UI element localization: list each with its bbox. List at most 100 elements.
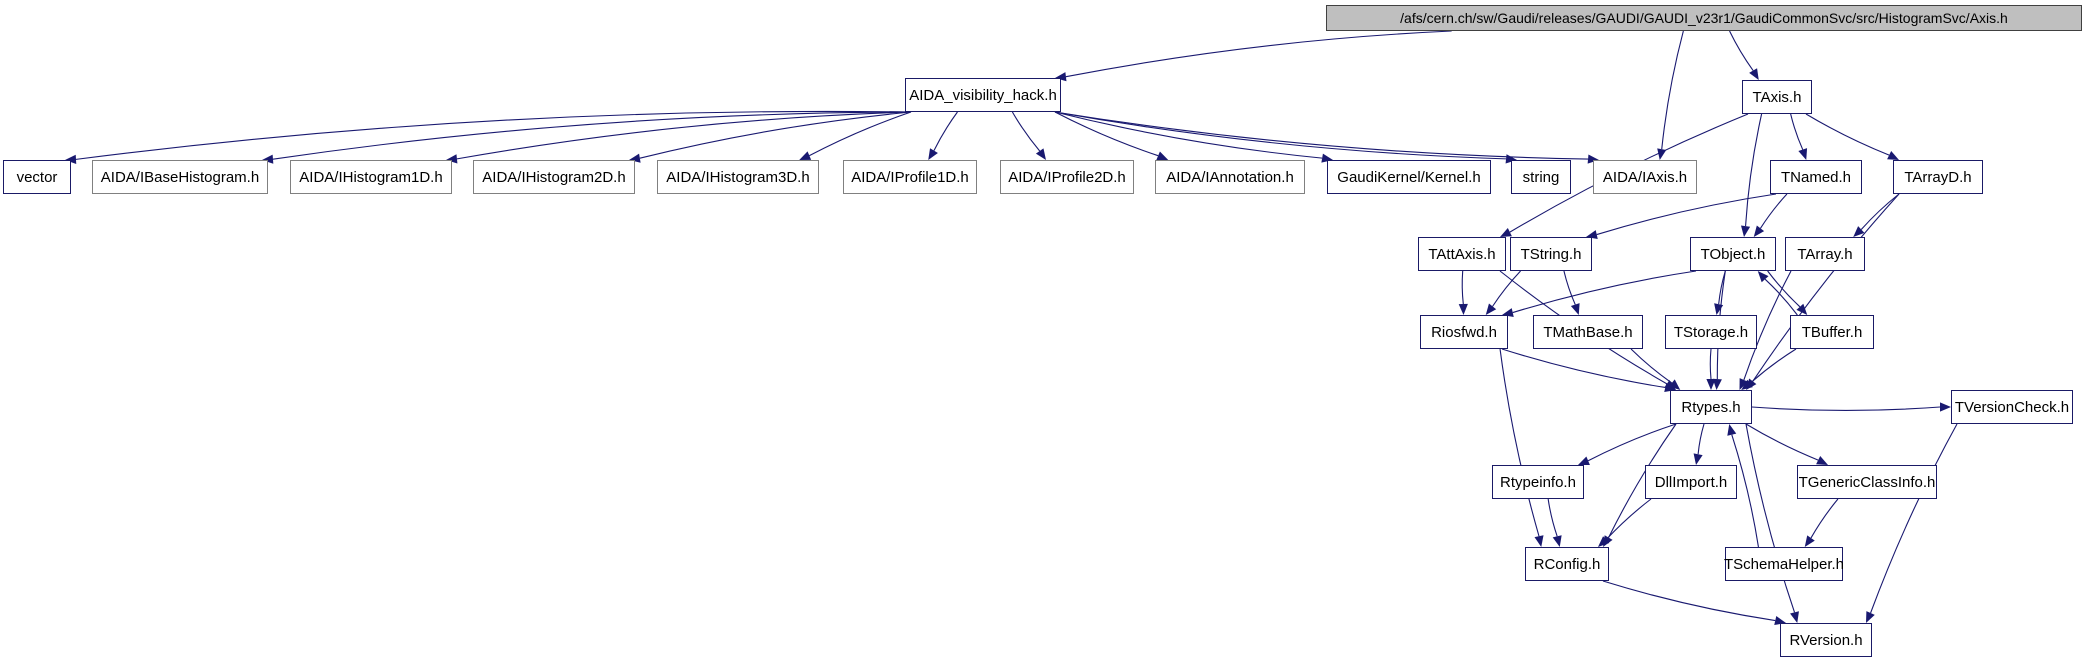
graph-node-tattaxis[interactable]: TAttAxis.h bbox=[1418, 237, 1506, 271]
graph-node-label: AIDA/IHistogram1D.h bbox=[299, 168, 443, 186]
graph-node-iaxis[interactable]: AIDA/IAxis.h bbox=[1593, 160, 1697, 194]
graph-edge-arrowhead bbox=[1866, 611, 1875, 623]
graph-edge bbox=[1054, 111, 1589, 160]
graph-node-tstorage[interactable]: TStorage.h bbox=[1665, 315, 1757, 349]
graph-edge bbox=[1512, 270, 1697, 314]
graph-node-label: TBuffer.h bbox=[1801, 323, 1863, 341]
graph-node-label: AIDA/IHistogram3D.h bbox=[666, 168, 810, 186]
graph-edge-arrowhead bbox=[1586, 230, 1598, 240]
graph-edge-arrowhead bbox=[1816, 455, 1828, 465]
graph-edge-arrowhead bbox=[1739, 378, 1749, 390]
graph-edge bbox=[1461, 270, 1464, 305]
graph-edge bbox=[1501, 348, 1666, 389]
graph-node-label: TGenericClassInfo.h bbox=[1798, 473, 1936, 491]
graph-edge-arrowhead bbox=[1798, 148, 1808, 160]
graph-edge-arrowhead bbox=[1741, 225, 1751, 237]
graph-node-ihist2d[interactable]: AIDA/IHistogram2D.h bbox=[473, 160, 635, 194]
graph-node-label: AIDA/IAxis.h bbox=[1602, 168, 1688, 186]
graph-edge-arrowhead bbox=[1035, 148, 1046, 160]
graph-node-label: AIDA/IAnnotation.h bbox=[1166, 168, 1294, 186]
graph-node-string[interactable]: string bbox=[1511, 160, 1571, 194]
graph-node-label: /afs/cern.ch/sw/Gaudi/releases/GAUDI/GAU… bbox=[1400, 10, 2008, 26]
graph-node-tbuffer[interactable]: TBuffer.h bbox=[1790, 315, 1874, 349]
graph-node-label: AIDA/IHistogram2D.h bbox=[482, 168, 626, 186]
graph-node-ihist3d[interactable]: AIDA/IHistogram3D.h bbox=[657, 160, 819, 194]
graph-edge-arrowhead bbox=[1753, 225, 1765, 237]
graph-edge bbox=[933, 111, 958, 151]
graph-edge bbox=[1790, 113, 1804, 150]
graph-node-tarrayd[interactable]: TArrayD.h bbox=[1893, 160, 1983, 194]
graph-node-label: RConfig.h bbox=[1533, 555, 1601, 573]
graph-edge bbox=[1731, 434, 1759, 548]
graph-node-label: TStorage.h bbox=[1673, 323, 1749, 341]
graph-node-rversion[interactable]: RVersion.h bbox=[1780, 623, 1872, 657]
graph-node-tstring[interactable]: TString.h bbox=[1510, 237, 1592, 271]
graph-edge bbox=[1860, 193, 1900, 230]
graph-node-ihist1d[interactable]: AIDA/IHistogram1D.h bbox=[290, 160, 452, 194]
graph-node-label: TString.h bbox=[1520, 245, 1582, 263]
graph-edge-arrowhead bbox=[1668, 379, 1681, 390]
graph-edge bbox=[1870, 423, 1958, 614]
graph-node-ibasehist[interactable]: AIDA/IBaseHistogram.h bbox=[92, 160, 268, 194]
graph-node-label: TArrayD.h bbox=[1904, 168, 1972, 186]
graph-edge-arrowhead bbox=[1940, 402, 1951, 412]
graph-node-label: TSchemaHelper.h bbox=[1723, 555, 1845, 573]
graph-edge-arrowhead bbox=[1796, 303, 1808, 315]
graph-edge bbox=[75, 110, 912, 160]
graph-edge-arrowhead bbox=[262, 154, 274, 164]
graph-edge bbox=[1760, 193, 1788, 229]
graph-edge bbox=[1697, 423, 1705, 455]
graph-node-axis_h[interactable]: /afs/cern.ch/sw/Gaudi/releases/GAUDI/GAU… bbox=[1326, 5, 2082, 31]
graph-node-iprof2d[interactable]: AIDA/IProfile2D.h bbox=[1000, 160, 1134, 194]
graph-node-tgenericci[interactable]: TGenericClassInfo.h bbox=[1797, 465, 1937, 499]
graph-node-tarray[interactable]: TArray.h bbox=[1785, 237, 1865, 271]
graph-node-iprof1d[interactable]: AIDA/IProfile1D.h bbox=[843, 160, 977, 194]
graph-node-tnamed[interactable]: TNamed.h bbox=[1770, 160, 1862, 194]
graph-node-tschemahelper[interactable]: TSchemaHelper.h bbox=[1723, 547, 1845, 581]
graph-node-rtypes[interactable]: Rtypes.h bbox=[1670, 390, 1752, 424]
graph-node-rconfig[interactable]: RConfig.h bbox=[1525, 547, 1609, 581]
graph-edge bbox=[1492, 270, 1521, 307]
graph-edge bbox=[1054, 111, 1507, 160]
graph-edge bbox=[1709, 348, 1712, 380]
graph-edge-arrowhead bbox=[1714, 303, 1724, 315]
graph-edge-arrowhead bbox=[1712, 378, 1722, 390]
graph-edge bbox=[1054, 111, 1323, 159]
graph-node-label: TVersionCheck.h bbox=[1954, 398, 2070, 416]
graph-edge bbox=[1011, 111, 1041, 152]
graph-node-vis_hack[interactable]: AIDA_visibility_hack.h bbox=[905, 78, 1061, 112]
graph-edge bbox=[1547, 498, 1558, 537]
graph-node-tobject[interactable]: TObject.h bbox=[1690, 237, 1776, 271]
graph-edge bbox=[1745, 423, 1819, 461]
graph-node-label: Rtypes.h bbox=[1681, 398, 1741, 416]
graph-edge-arrowhead bbox=[1552, 535, 1562, 547]
graph-node-rtypeinfo[interactable]: Rtypeinfo.h bbox=[1492, 465, 1584, 499]
graph-node-kernel[interactable]: GaudiKernel/Kernel.h bbox=[1327, 160, 1491, 194]
graph-edge bbox=[1499, 348, 1540, 537]
graph-edge-arrowhead bbox=[1727, 424, 1737, 436]
graph-node-taxis[interactable]: TAxis.h bbox=[1742, 80, 1812, 114]
graph-node-tversioncheck[interactable]: TVersionCheck.h bbox=[1951, 390, 2073, 424]
graph-node-tmathbase[interactable]: TMathBase.h bbox=[1533, 315, 1643, 349]
graph-node-dllimport[interactable]: DllImport.h bbox=[1645, 465, 1737, 499]
graph-node-label: vector bbox=[16, 168, 58, 186]
graph-edge-arrowhead bbox=[1757, 271, 1769, 283]
graph-edge-arrowhead bbox=[1485, 303, 1497, 315]
graph-edge bbox=[639, 111, 912, 159]
graph-edge-arrowhead bbox=[1598, 536, 1610, 547]
graph-edge-arrowhead bbox=[1804, 535, 1815, 547]
graph-edge bbox=[456, 111, 912, 160]
graph-node-label: TAttAxis.h bbox=[1428, 245, 1496, 263]
graph-edge bbox=[1743, 270, 1792, 381]
graph-edge-arrowhead bbox=[1534, 535, 1544, 547]
graph-edge bbox=[1630, 348, 1673, 384]
graph-node-riosfwd[interactable]: Riosfwd.h bbox=[1420, 315, 1508, 349]
graph-node-label: AIDA/IProfile1D.h bbox=[851, 168, 969, 186]
graph-edge-arrowhead bbox=[446, 154, 458, 164]
graph-edge bbox=[272, 111, 912, 160]
graph-node-iannot[interactable]: AIDA/IAnnotation.h bbox=[1155, 160, 1305, 194]
graph-edge bbox=[1745, 423, 1796, 613]
graph-node-vector[interactable]: vector bbox=[3, 160, 71, 194]
